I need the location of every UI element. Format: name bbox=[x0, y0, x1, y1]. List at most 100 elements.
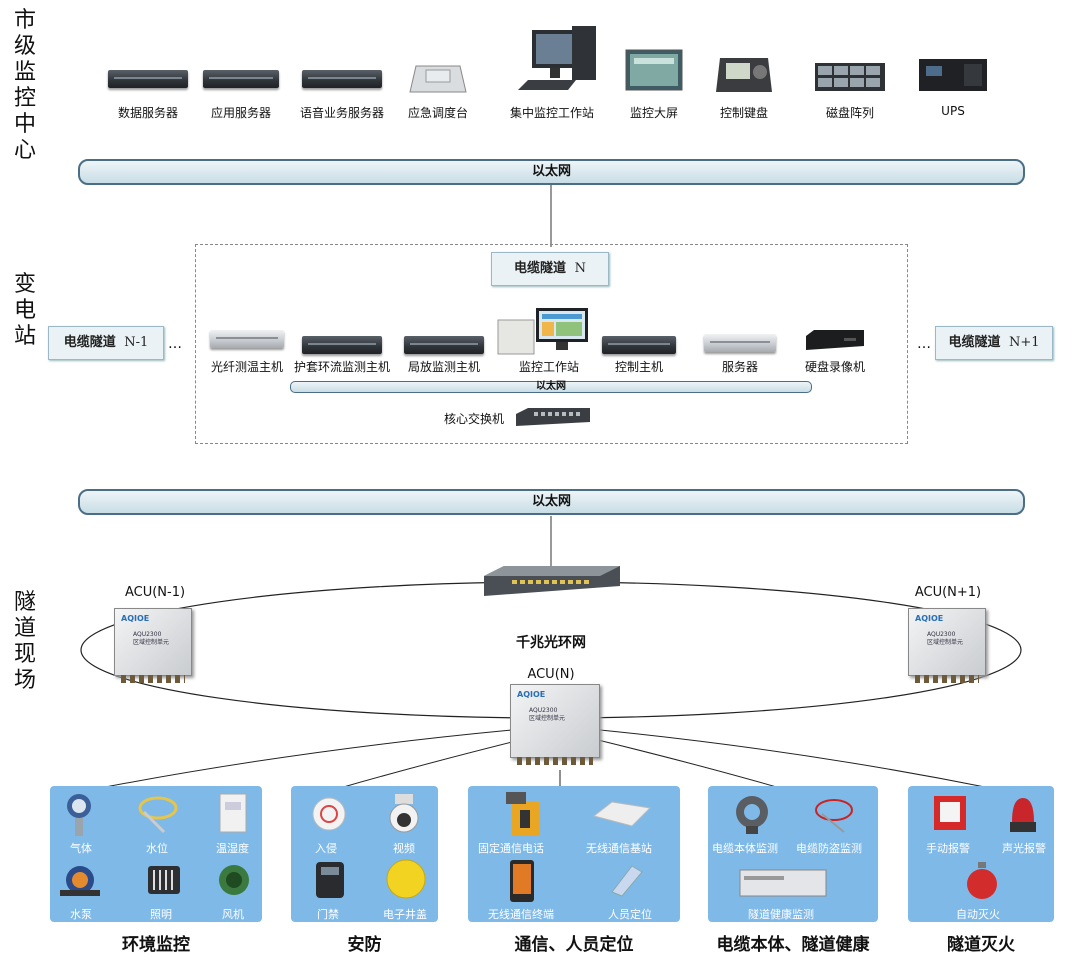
rack-server-icon bbox=[704, 334, 776, 352]
ellipsis-left: … bbox=[168, 336, 182, 352]
acu-brand: AQIOE bbox=[517, 690, 546, 699]
wireless-terminal-icon bbox=[510, 860, 534, 902]
manual-alarm-icon bbox=[934, 796, 966, 830]
device-label: 应急调度台 bbox=[407, 106, 468, 120]
item-label-water-pump: 水泵 bbox=[70, 908, 92, 921]
acu-ports bbox=[121, 675, 185, 683]
acu-right-label: ACU(N+1) bbox=[914, 585, 982, 600]
rack-server-icon bbox=[404, 336, 484, 354]
panel-environment: 气体 水位 温湿度 水泵 照明 风机 bbox=[50, 786, 262, 922]
device-label: 集中监控工作站 bbox=[509, 106, 594, 120]
acu-left-label: ACU(N-1) bbox=[124, 585, 186, 600]
item-label-fixed-telephone: 固定通信电话 bbox=[478, 842, 544, 855]
core-switch-label: 核心交换机 bbox=[443, 412, 504, 426]
panel-communication: 固定通信电话 无线通信基站 无线通信终端 人员定位 bbox=[468, 786, 680, 922]
rack-server-icon bbox=[210, 330, 284, 348]
category-title-fire-suppression: 隧道灭火 bbox=[947, 935, 1015, 955]
sound-light-alarm-icon bbox=[1010, 798, 1036, 832]
item-label-manhole-cover: 电子井盖 bbox=[383, 908, 427, 921]
tunnel-box-label: 电缆隧道 bbox=[948, 335, 1001, 350]
item-label-cable-anti-theft: 电缆防盗监测 bbox=[796, 842, 862, 855]
tunnel-box-index: N+1 bbox=[1009, 335, 1040, 350]
water-level-sensor-icon bbox=[138, 796, 178, 834]
temperature-humidity-sensor-icon bbox=[219, 793, 247, 833]
tunnel-box-n: 电缆隧道 N bbox=[491, 252, 609, 286]
rack-server-icon bbox=[203, 70, 279, 88]
device-label: UPS bbox=[941, 104, 965, 118]
fan-icon bbox=[219, 865, 249, 895]
disk-array-icon bbox=[815, 63, 885, 91]
device-label: 应用服务器 bbox=[210, 106, 271, 120]
device-label: 磁盘阵列 bbox=[825, 106, 874, 120]
tunnel-box-index: N-1 bbox=[124, 335, 149, 350]
tunnel-box-label: 电缆隧道 bbox=[63, 335, 116, 350]
tunnel-box-n-minus-1: 电缆隧道 N-1 bbox=[48, 326, 164, 360]
category-title-cable-health: 电缆本体、隧道健康 bbox=[716, 935, 870, 955]
rack-server-icon bbox=[602, 336, 676, 354]
ethernet-bus-substation: 以太网 bbox=[290, 381, 812, 393]
wireless-base-station-icon bbox=[592, 801, 652, 827]
item-label-lighting: 照明 bbox=[150, 908, 172, 921]
fixed-telephone-icon bbox=[506, 792, 540, 836]
device-label: 护套环流监测主机 bbox=[293, 360, 390, 374]
acu-brand: AQIOE bbox=[121, 614, 150, 623]
dome-camera-icon bbox=[389, 794, 419, 833]
item-label-gas: 气体 bbox=[70, 842, 92, 855]
ethernet-bus-top: 以太网 bbox=[78, 159, 1025, 185]
zone-label-substation: 变电站 bbox=[13, 272, 36, 349]
nvr-icon bbox=[806, 330, 864, 350]
control-keyboard-icon bbox=[716, 58, 772, 92]
item-label-temp-humidity: 温湿度 bbox=[216, 842, 249, 855]
item-label-auto-extinguishing: 自动灭火 bbox=[956, 908, 1000, 921]
panel-fire-suppression: 手动报警 声光报警 自动灭火 bbox=[908, 786, 1054, 922]
tunnel-box-index: N bbox=[574, 261, 586, 276]
category-title-environment: 环境监控 bbox=[122, 935, 190, 955]
device-label: 硬盘录像机 bbox=[804, 360, 865, 374]
ups-icon bbox=[919, 59, 987, 91]
item-label-cable-body-monitoring: 电缆本体监测 bbox=[712, 842, 778, 855]
water-pump-icon bbox=[60, 866, 100, 896]
manhole-cover-icon bbox=[386, 859, 426, 899]
rack-server-icon bbox=[302, 70, 382, 88]
device-label: 局放监测主机 bbox=[407, 360, 480, 374]
lighting-icon bbox=[148, 866, 180, 894]
device-label: 控制主机 bbox=[614, 360, 663, 374]
ellipsis-right: … bbox=[917, 336, 931, 352]
network-switch-icon bbox=[516, 408, 590, 426]
zone-label-tunnel-site: 隧道现场 bbox=[13, 590, 36, 693]
item-label-water-level: 水位 bbox=[146, 842, 168, 855]
access-control-icon bbox=[316, 862, 344, 898]
cable-body-monitor-icon bbox=[736, 796, 768, 834]
gas-sensor-icon bbox=[67, 794, 91, 836]
item-label-wireless-base-station: 无线通信基站 bbox=[586, 842, 652, 855]
category-title-communication: 通信、人员定位 bbox=[514, 935, 634, 955]
acu-center-label: ACU(N) bbox=[527, 667, 575, 682]
acu-ports bbox=[517, 757, 593, 765]
rack-server-icon bbox=[302, 336, 382, 354]
item-label-personnel-location: 人员定位 bbox=[608, 908, 652, 921]
intrusion-detector-icon bbox=[312, 797, 346, 831]
workstation-icon bbox=[497, 308, 588, 355]
item-label-fan: 风机 bbox=[222, 908, 244, 921]
device-label: 监控工作站 bbox=[518, 360, 579, 374]
item-label-video: 视频 bbox=[393, 842, 415, 855]
device-label: 服务器 bbox=[721, 360, 758, 374]
item-label-tunnel-health: 隧道健康监测 bbox=[748, 908, 814, 921]
video-wall-icon bbox=[625, 49, 683, 91]
rack-server-icon bbox=[108, 70, 188, 88]
dispatch-console-icon bbox=[409, 65, 467, 93]
zone-label-city: 市级监控中心 bbox=[13, 8, 36, 163]
device-label: 数据服务器 bbox=[117, 106, 178, 120]
ring-network-label: 千兆光环网 bbox=[516, 635, 586, 651]
item-label-sound-light-alarm: 声光报警 bbox=[1002, 842, 1046, 855]
device-label: 语音业务服务器 bbox=[299, 106, 384, 120]
device-label: 监控大屏 bbox=[629, 106, 678, 120]
cable-anti-theft-icon bbox=[815, 799, 853, 833]
tunnel-health-host-icon bbox=[739, 869, 827, 897]
